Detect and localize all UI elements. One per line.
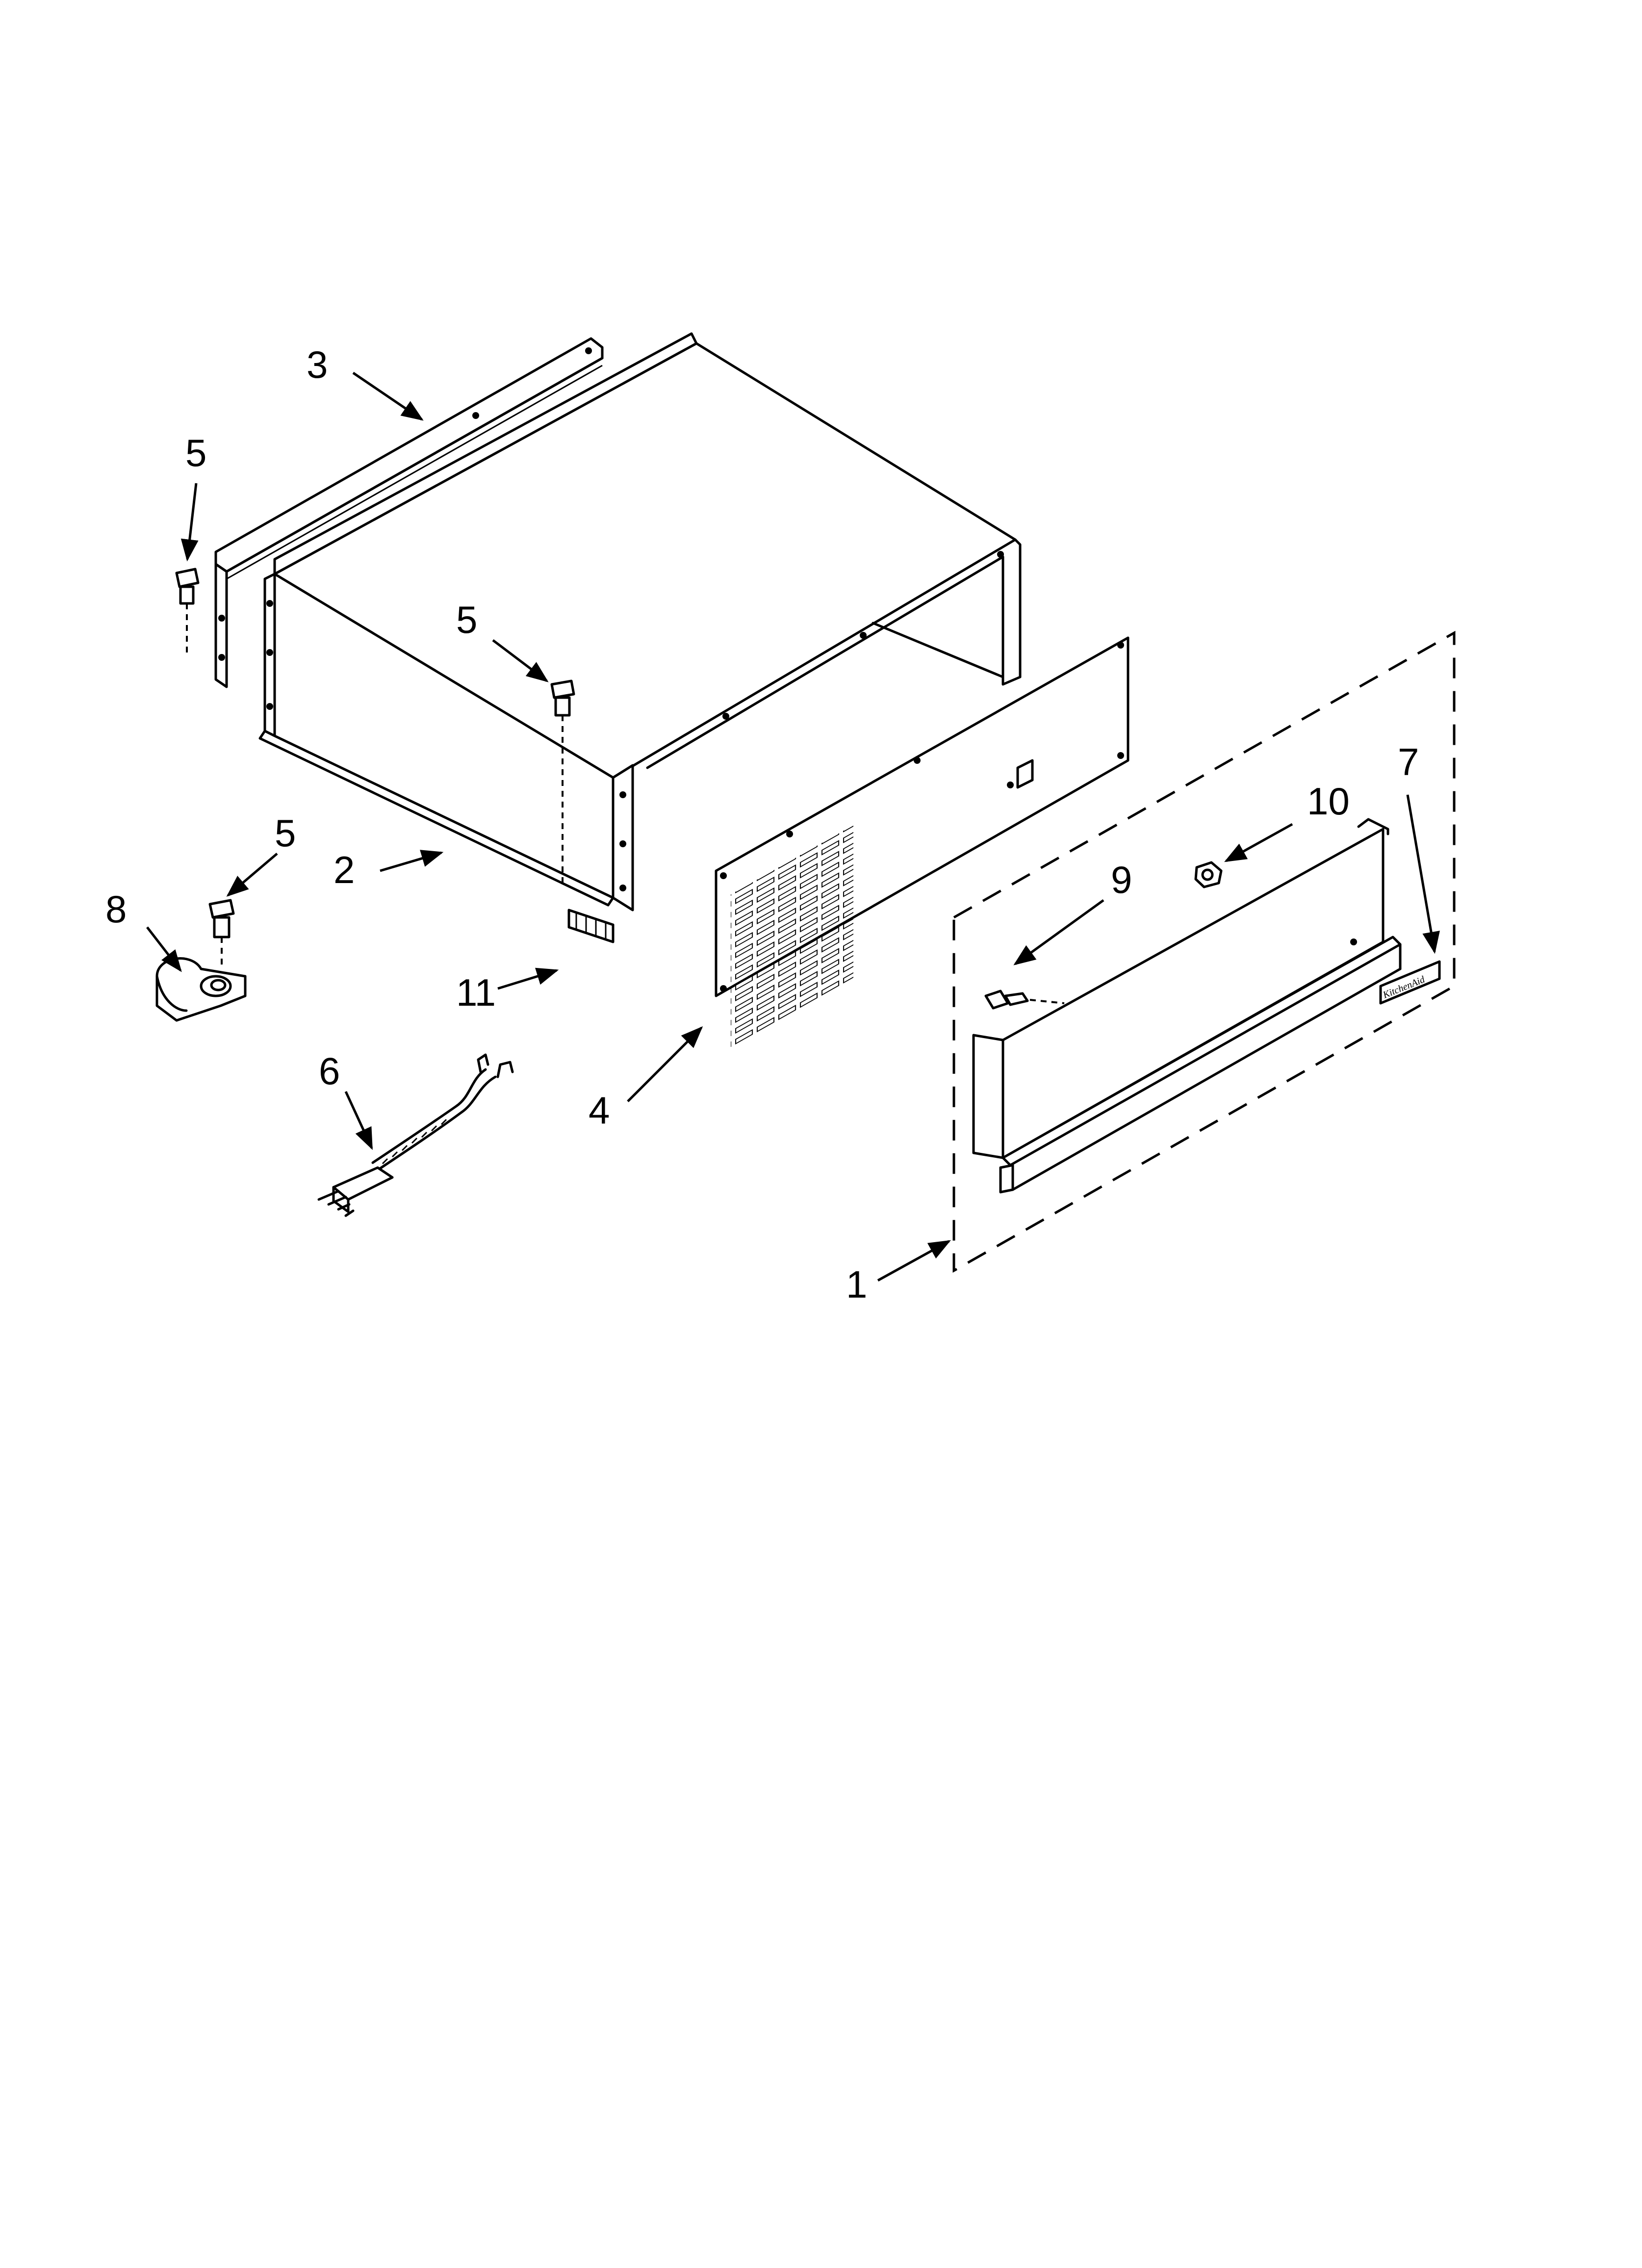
callout-5: 5 bbox=[185, 431, 206, 474]
part-5-screw-top bbox=[550, 679, 575, 888]
part-7-nameplate: KitchenAid bbox=[1379, 960, 1441, 1005]
part-8-clamp bbox=[155, 957, 247, 1022]
leader-lines bbox=[146, 371, 1440, 1282]
callout-9: 9 bbox=[1111, 858, 1132, 901]
callout-8: 8 bbox=[105, 887, 127, 931]
part-5-screw-rear bbox=[175, 568, 200, 657]
part-5-screw-clamp bbox=[208, 899, 235, 969]
callout-3: 3 bbox=[307, 343, 328, 386]
callout-6: 6 bbox=[319, 1049, 340, 1093]
part-11-clip bbox=[567, 909, 615, 943]
part-9-screw bbox=[984, 990, 1065, 1010]
part-3-rear-rail bbox=[214, 337, 604, 688]
part-2-cabinet-box bbox=[258, 332, 1022, 912]
part-6-wire-harness bbox=[317, 1053, 514, 1217]
callout-5: 5 bbox=[456, 598, 477, 641]
part-1-assembly-boundary bbox=[952, 630, 1456, 1273]
callout-10: 10 bbox=[1307, 780, 1350, 823]
callout-11: 11 bbox=[456, 971, 496, 1014]
callout-5: 5 bbox=[275, 811, 296, 855]
callout-2: 2 bbox=[334, 848, 355, 891]
kickplate-assembly: KitchenAid bbox=[972, 818, 1441, 1194]
callout-1: 1 bbox=[846, 1263, 867, 1306]
callout-4: 4 bbox=[589, 1089, 610, 1132]
callout-7: 7 bbox=[1398, 740, 1419, 783]
part-10-nut bbox=[1194, 861, 1223, 888]
callout-labels: 3 5 5 5 2 8 11 6 4 1 7 9 10 bbox=[105, 343, 1419, 1306]
part-4-grille-panel bbox=[715, 636, 1129, 1052]
